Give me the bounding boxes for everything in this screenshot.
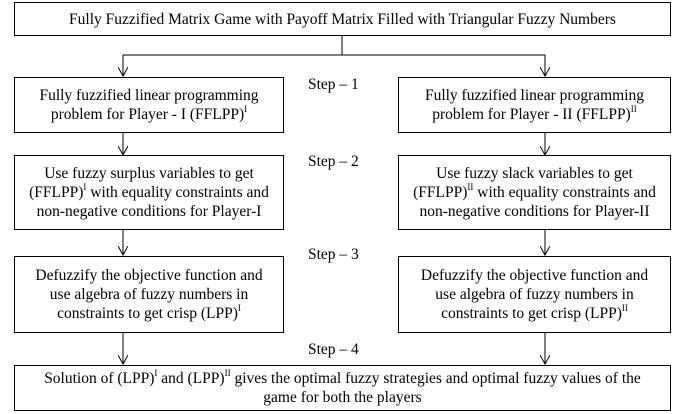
left-box-2-line-2-a: (FFLPP) bbox=[29, 184, 84, 201]
left-box-3-superscript: I bbox=[237, 302, 241, 313]
bottom-box-line-1: Solution of (LPP)I and (LPP)II gives the… bbox=[44, 367, 641, 388]
left-box-2-line-2: (FFLPP)I with equality constraints and bbox=[29, 181, 269, 202]
left-box-3-line-1: Defuzzify the objective function and bbox=[35, 267, 263, 284]
right-box-2-superscript: II bbox=[467, 181, 474, 192]
right-box-1-line-1: Fully fuzzified linear programming bbox=[424, 87, 645, 104]
left-box-2: Use fuzzy surplus variables to get (FFLP… bbox=[14, 155, 284, 230]
left-box-1-line-2: problem for Player - I (FFLPP)I bbox=[39, 103, 258, 124]
right-box-3: Defuzzify the objective function and use… bbox=[398, 256, 671, 333]
bottom-line-1-c: gives the optimal fuzzy strategies and o… bbox=[230, 370, 641, 387]
left-box-1-line-1: Fully fuzzified linear programming bbox=[39, 87, 259, 104]
top-box-text: Fully Fuzzified Matrix Game with Payoff … bbox=[69, 10, 616, 28]
bottom-superscript-1: I bbox=[154, 367, 158, 378]
right-box-1: Fully fuzzified linear programming probl… bbox=[398, 77, 671, 133]
left-box-2-line-3: non-negative conditions for Player-I bbox=[36, 203, 262, 220]
right-box-3-superscript: II bbox=[621, 302, 628, 313]
left-box-3-line-3: constraints to get crisp (LPP)I bbox=[35, 302, 262, 323]
bottom-line-1-a: Solution of (LPP) bbox=[44, 370, 155, 387]
bottom-box: Solution of (LPP)I and (LPP)II gives the… bbox=[14, 365, 671, 411]
left-box-1: Fully fuzzified linear programming probl… bbox=[14, 77, 284, 133]
right-box-2-line-2: (FFLPP)II with equality constraints and bbox=[413, 181, 656, 202]
right-box-3-line-2: use algebra of fuzzy numbers in bbox=[435, 286, 634, 303]
step-2-label: Step – 2 bbox=[308, 153, 359, 170]
top-box: Fully Fuzzified Matrix Game with Payoff … bbox=[14, 2, 671, 36]
right-box-2-line-1: Use fuzzy slack variables to get bbox=[436, 165, 633, 182]
right-box-2-line-2-a: (FFLPP) bbox=[413, 184, 468, 201]
bottom-superscript-2: II bbox=[224, 367, 231, 378]
left-box-3: Defuzzify the objective function and use… bbox=[14, 256, 284, 333]
left-box-2-line-2-b: with equality constraints and bbox=[86, 184, 269, 201]
right-box-3-line-3: constraints to get crisp (LPP)II bbox=[421, 302, 648, 323]
right-box-1-line-2-text: problem for Player - II (FFLPP) bbox=[432, 106, 631, 123]
right-box-1-superscript: II bbox=[630, 103, 637, 114]
step-4-label: Step – 4 bbox=[308, 341, 359, 358]
right-box-1-line-2: problem for Player - II (FFLPP)II bbox=[425, 103, 644, 124]
left-box-1-superscript: I bbox=[244, 103, 248, 114]
bottom-box-line-2: game for both the players bbox=[263, 389, 422, 406]
right-box-3-line-1: Defuzzify the objective function and bbox=[420, 267, 649, 284]
arrow-top-split bbox=[122, 36, 546, 76]
left-box-2-line-1: Use fuzzy surplus variables to get bbox=[44, 165, 254, 182]
step-3-label: Step – 3 bbox=[308, 246, 359, 263]
bottom-line-1-b: and (LPP) bbox=[157, 370, 225, 387]
right-box-2-line-3: non-negative conditions for Player-II bbox=[419, 203, 650, 220]
right-box-2: Use fuzzy slack variables to get (FFLPP)… bbox=[398, 155, 671, 230]
step-1-label: Step – 1 bbox=[308, 76, 359, 93]
right-box-3-line-3-text: constraints to get crisp (LPP) bbox=[441, 305, 622, 322]
left-box-3-line-3-text: constraints to get crisp (LPP) bbox=[57, 305, 238, 322]
left-box-2-superscript: I bbox=[83, 181, 87, 192]
right-box-2-line-2-b: with equality constraints and bbox=[473, 184, 656, 201]
left-box-3-line-2: use algebra of fuzzy numbers in bbox=[49, 286, 249, 303]
left-box-1-line-2-text: problem for Player - I (FFLPP) bbox=[50, 106, 245, 123]
